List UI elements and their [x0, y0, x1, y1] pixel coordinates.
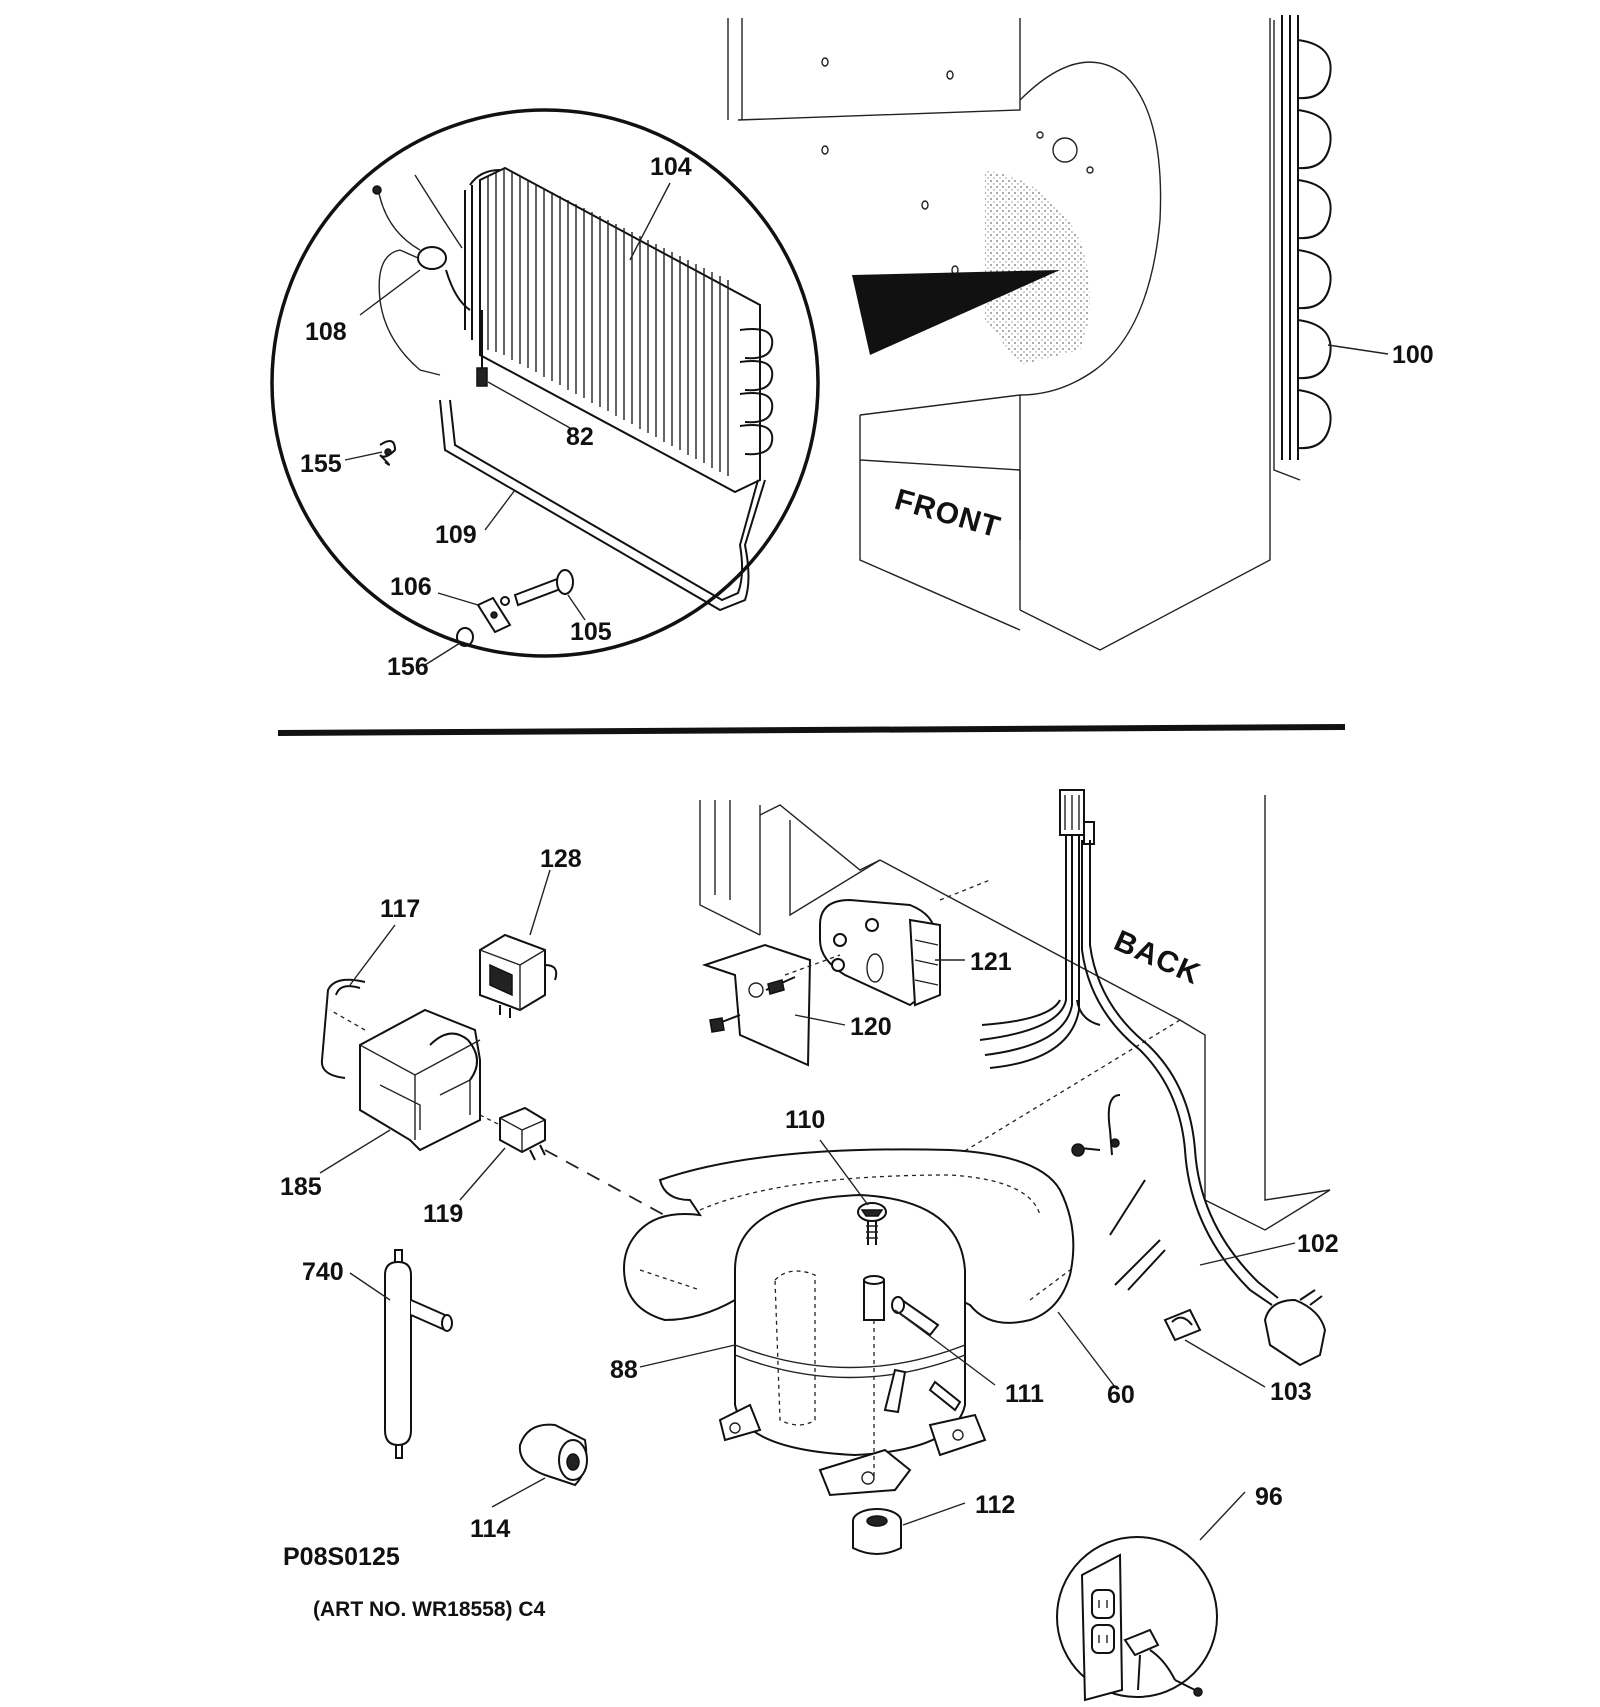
retainer-plate: [476, 596, 512, 634]
relay-cover: [359, 1008, 481, 1152]
overload-protector: [499, 1106, 546, 1161]
drier: [384, 1249, 453, 1459]
callout-128: 128: [540, 845, 582, 873]
evaporator: [464, 166, 774, 494]
callout-106: 106: [390, 573, 432, 601]
assembly-line-cover: [329, 1009, 366, 1031]
callout-185: 185: [280, 1173, 322, 1201]
callout-119: 119: [423, 1200, 463, 1228]
evaporator-detail-circle: [270, 108, 820, 658]
heater-tube: [439, 399, 766, 612]
callout-110: 110: [785, 1106, 825, 1134]
callout-60: 60: [1107, 1381, 1135, 1409]
art-code: P08S0125: [283, 1543, 400, 1571]
callout-96: 96: [1255, 1483, 1283, 1511]
wiring-harness: [979, 789, 1101, 1069]
callout-105: 105: [570, 618, 612, 646]
cord-clamp: [1163, 1308, 1202, 1342]
vibration-damper: [518, 1423, 588, 1487]
leader-lines-top: [344, 182, 1389, 666]
relay-cover-clip: [320, 978, 366, 1079]
mounting-screw: [857, 1202, 887, 1245]
callout-155: 155: [300, 450, 342, 478]
condenser-coil: [1273, 15, 1332, 481]
ground-wire: [1071, 1094, 1166, 1291]
clip: [379, 440, 397, 466]
callout-100: 100: [1392, 341, 1434, 369]
grommet: [852, 1508, 902, 1555]
power-cord: [1081, 840, 1327, 1367]
cabinet-back-section: [699, 795, 1331, 1231]
start-relay: [479, 933, 558, 1018]
defrost-timer: [819, 898, 941, 1007]
callout-156: 156: [387, 653, 429, 681]
section-divider: [277, 724, 1346, 736]
back-label: BACK: [1109, 924, 1205, 991]
callout-82: 82: [566, 423, 594, 451]
callout-108: 108: [305, 318, 347, 346]
callout-120: 120: [850, 1013, 892, 1041]
callout-121: 121: [970, 948, 1012, 976]
callout-114: 114: [470, 1515, 510, 1543]
cabinet-freezer-section: [727, 18, 1271, 651]
front-label: FRONT: [891, 483, 1004, 545]
callout-88: 88: [610, 1356, 638, 1384]
timer-bracket: [701, 943, 841, 1067]
outlet-detail: [1056, 1536, 1218, 1702]
callout-104: 104: [650, 153, 692, 181]
callout-111: 111: [1005, 1380, 1044, 1408]
defrost-heater-terminal: [476, 310, 488, 387]
screw: [500, 569, 574, 607]
callout-103: 103: [1270, 1378, 1312, 1406]
art-number: (ART NO. WR18558) C4: [313, 1598, 546, 1621]
callout-112: 112: [975, 1491, 1015, 1519]
callout-109: 109: [435, 521, 477, 549]
callout-102: 102: [1297, 1230, 1339, 1258]
leader-lines-bottom: [319, 869, 1296, 1541]
magnifier-pointer: [852, 270, 1060, 355]
washer: [456, 627, 474, 647]
assembly-line-clip: [479, 1114, 501, 1126]
callout-740: 740: [302, 1258, 344, 1286]
callout-117: 117: [380, 895, 420, 923]
compressor: [718, 1193, 987, 1497]
